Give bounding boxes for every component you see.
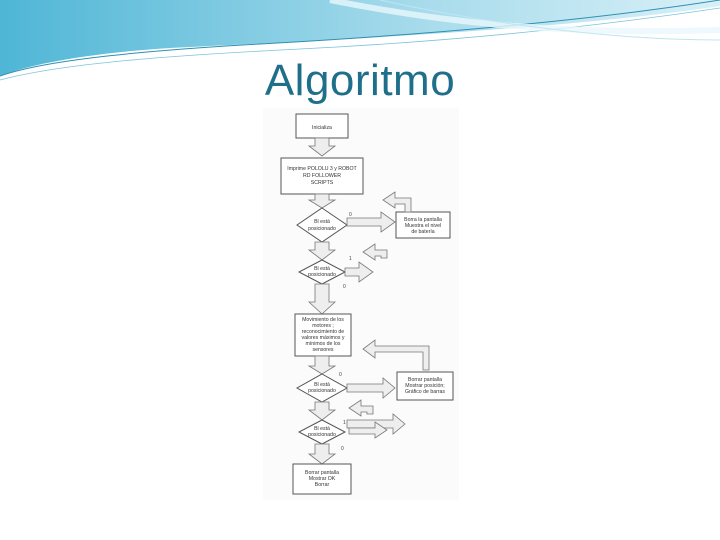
flow-arrow xyxy=(307,283,337,315)
flow-arrow xyxy=(307,193,337,209)
decision-4-line-2: posicionado xyxy=(308,432,336,438)
flow-arrow xyxy=(362,243,388,261)
flow-arrow xyxy=(346,377,396,399)
flow-arrow xyxy=(307,137,337,157)
decision-node-2: Bl está posicionado xyxy=(297,259,347,285)
motors-line-3: reconocimiento de xyxy=(302,329,345,335)
edge-label: 0 xyxy=(343,284,346,290)
decision-2-line-1: Bl está xyxy=(314,266,330,272)
end-line-1: Borrar pantalla xyxy=(305,470,339,476)
end-line-2: Mostrar OK xyxy=(309,476,336,482)
decision-1-line-1: Bl está xyxy=(314,219,330,225)
motor-calibration-node: Movimiento de los motores ; reconocimien… xyxy=(294,313,352,357)
motors-line-5: mínimos de los xyxy=(306,341,341,347)
screen1-line-2: Muestra el nivel xyxy=(405,223,441,229)
flowchart: Inicializa Imprime POLOLU 3 y ROBOT RD F… xyxy=(263,108,459,500)
slide-title: Algoritmo xyxy=(264,56,456,105)
screen1-line-1: Borra la pantalla xyxy=(404,217,442,223)
screen2-line-3: Gráfico de barras xyxy=(405,389,445,395)
edge-label: 0 xyxy=(341,446,344,452)
decision-4-line-1: Bl está xyxy=(314,426,330,432)
flow-arrow xyxy=(346,211,396,233)
print-title-node: Imprime POLOLU 3 y ROBOT RD FOLLOWER SCR… xyxy=(280,157,364,195)
motors-line-6: sensores xyxy=(312,347,333,353)
decision-2-line-2: posicionado xyxy=(308,272,336,278)
decision-3-line-1: Bl está xyxy=(314,382,330,388)
flow-arrow xyxy=(348,421,388,439)
edge-label: 0 xyxy=(349,212,352,218)
edge-label: 0 xyxy=(339,372,342,378)
print-line-2: RD FOLLOWER xyxy=(303,173,341,179)
print-line-1: Imprime POLOLU 3 y ROBOT xyxy=(287,166,357,172)
battery-screen-node: Borra la pantalla Muestra el nivel de ba… xyxy=(395,211,451,239)
screen2-line-2: Mostrar posición; xyxy=(405,383,445,389)
motors-line-2: motores ; xyxy=(312,323,334,329)
end-node: Borrar pantalla Mostrar OK Borrar xyxy=(292,463,352,495)
end-line-3: Borrar xyxy=(315,482,330,488)
flow-arrow xyxy=(344,261,374,283)
flow-arrow xyxy=(382,191,412,213)
decision-3-line-2: posicionado xyxy=(308,388,336,394)
screen1-line-3: de batería xyxy=(411,229,434,235)
start-node-label: Inicializa xyxy=(312,125,332,131)
header-swoosh-decoration xyxy=(0,0,720,81)
edge-label: 1 xyxy=(343,420,346,426)
motors-line-1: Movimiento de los xyxy=(302,317,344,323)
flow-arrow xyxy=(307,241,337,261)
flow-arrow xyxy=(307,401,337,421)
start-node: Inicializa xyxy=(295,113,349,139)
screen2-line-1: Borrar pantalla xyxy=(408,377,442,383)
motors-line-4: valores máximos y xyxy=(302,335,345,341)
decision-node-4: Bl está posicionado xyxy=(297,419,347,445)
flow-arrow xyxy=(362,339,430,371)
flow-arrow xyxy=(348,399,374,417)
flow-arrow xyxy=(307,355,337,375)
decision-1-line-2: posicionado xyxy=(308,226,336,232)
position-screen-node: Borrar pantalla Mostrar posición; Gráfic… xyxy=(396,371,454,401)
edge-label: 1 xyxy=(349,256,352,262)
flow-arrow xyxy=(307,443,337,465)
print-line-3: SCRIPTS xyxy=(311,180,334,186)
